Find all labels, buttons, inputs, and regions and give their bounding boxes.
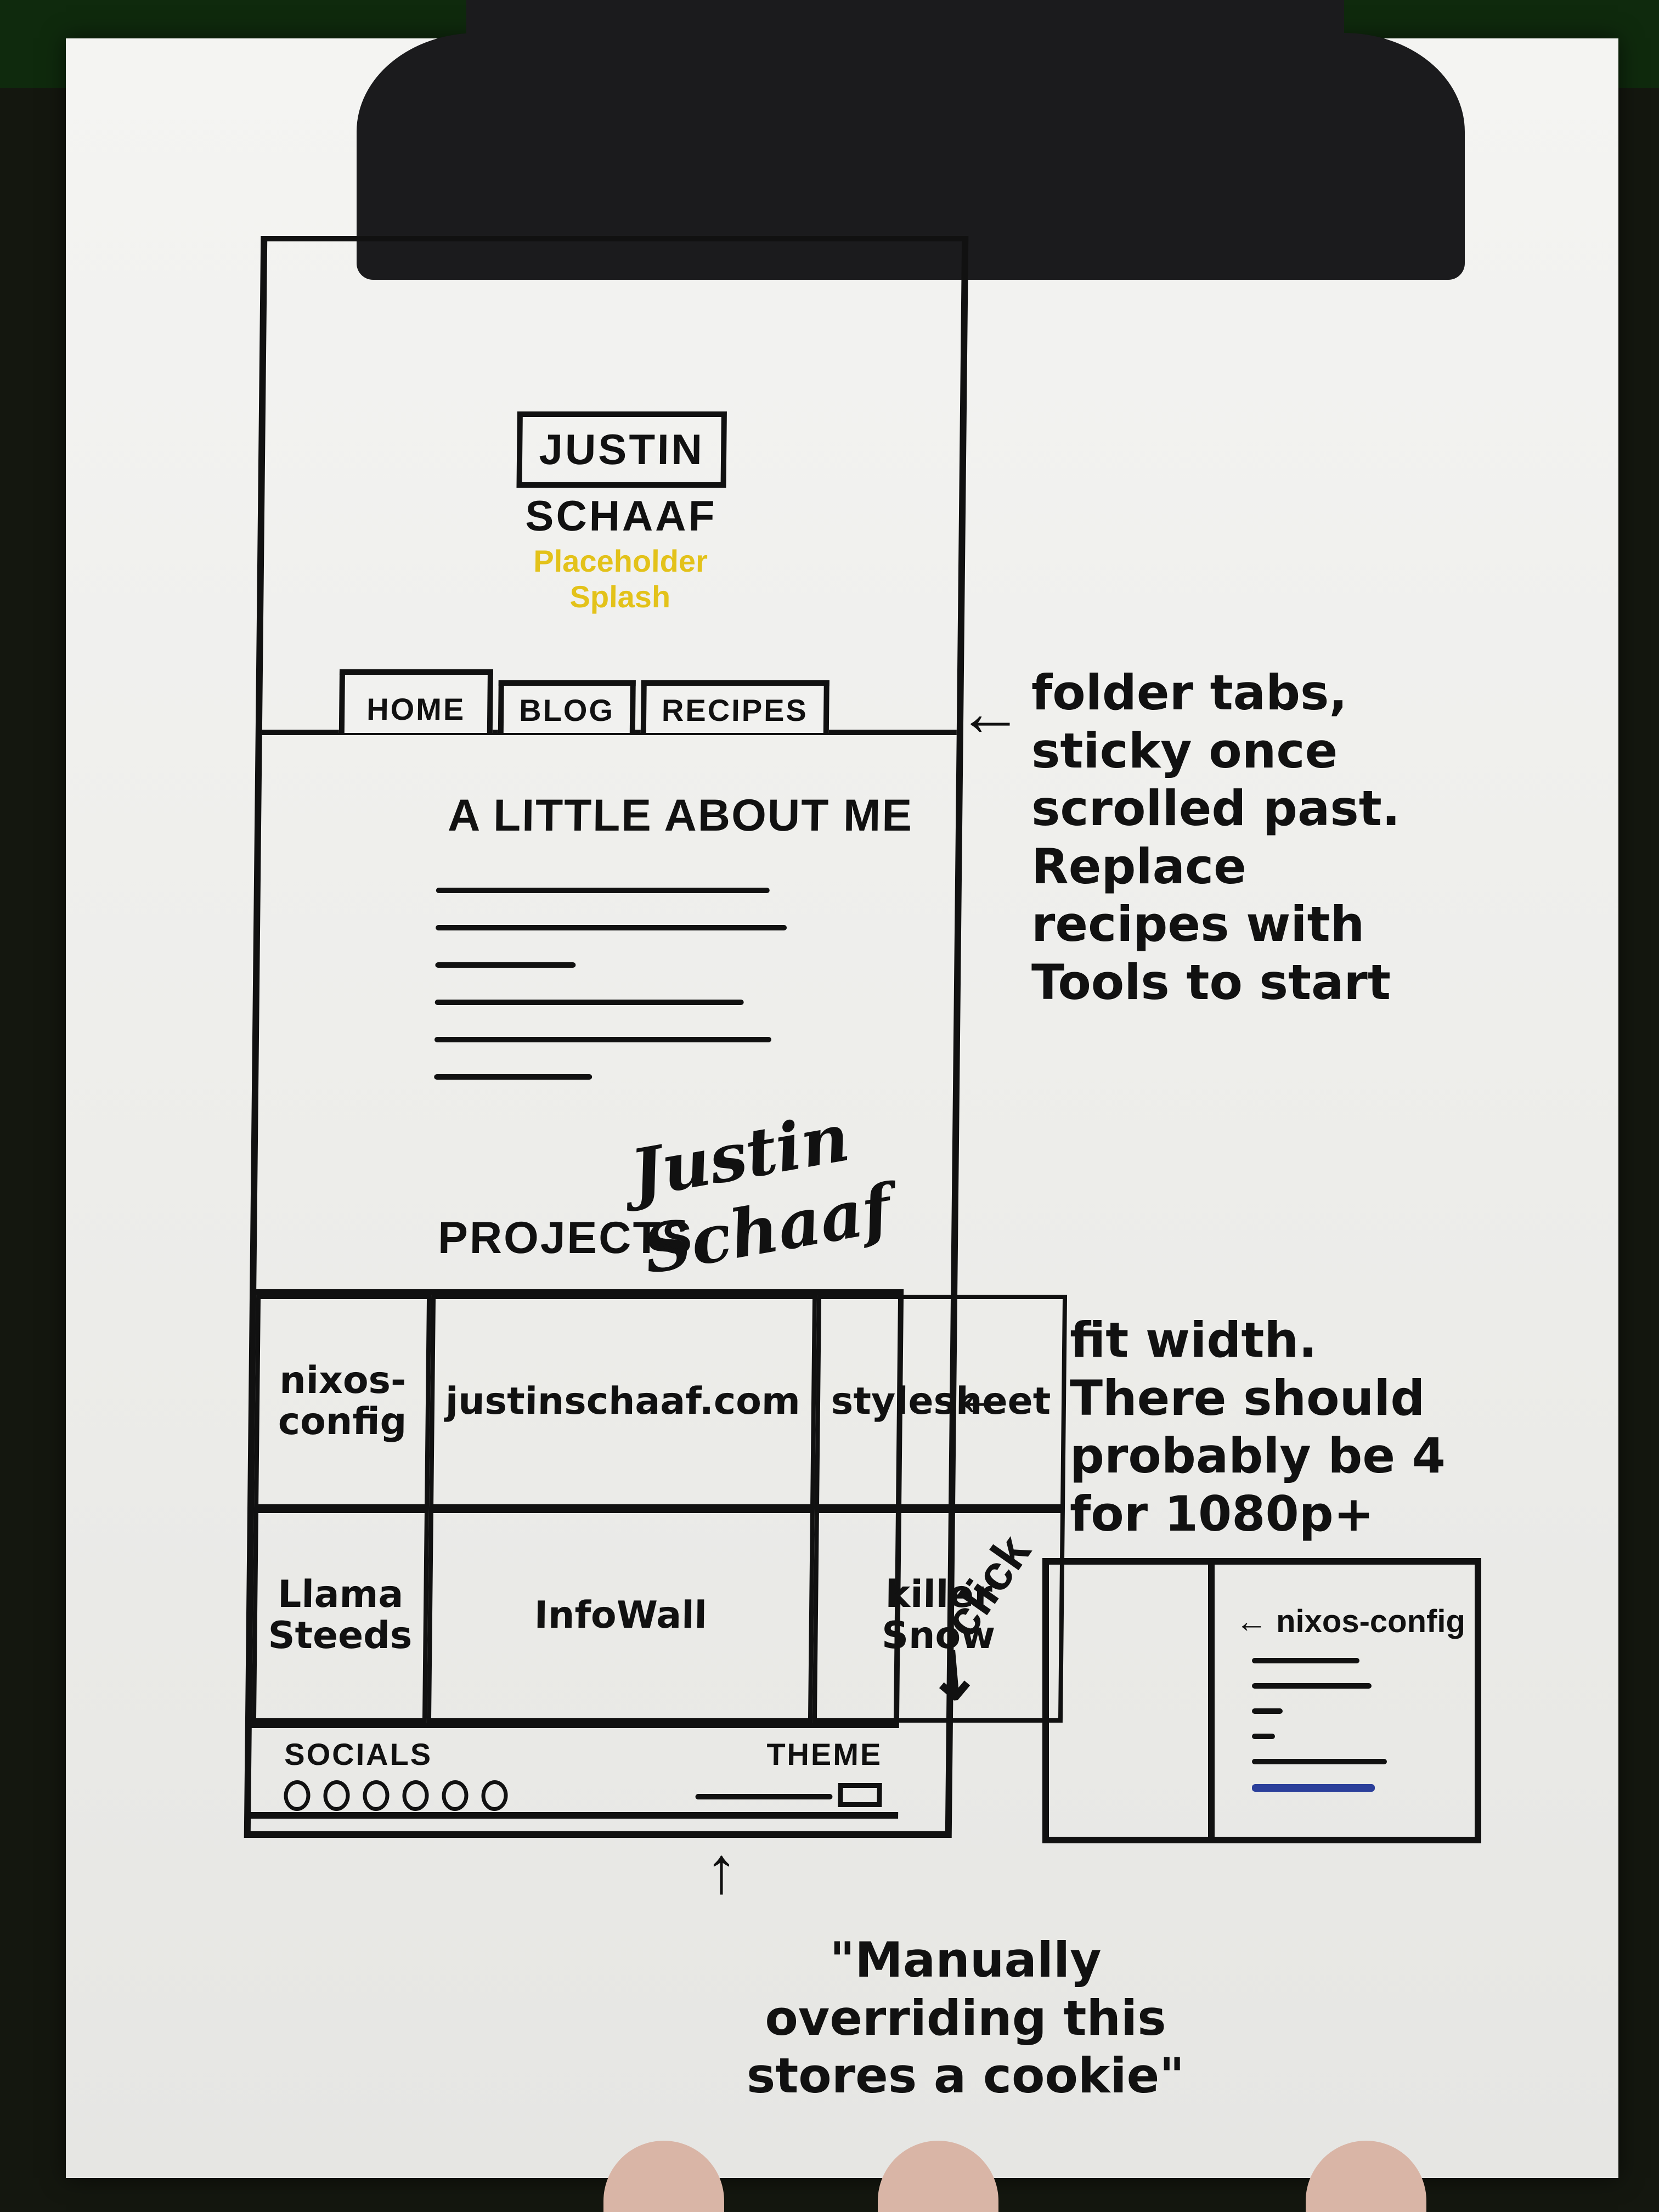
- website-wireframe: JUSTIN SCHAAF Placeholder Splash HOME BL…: [244, 236, 1068, 1838]
- finger: [878, 2141, 998, 2212]
- placeholder-line: [1252, 1708, 1283, 1714]
- paper-sheet: [66, 38, 1618, 2178]
- about-title: A LITTLE ABOUT ME: [447, 791, 913, 840]
- grid-annotation: fit width. There should probably be 4 fo…: [1070, 1312, 1446, 1542]
- arrow-left-icon: ←: [957, 676, 1023, 749]
- theme-placeholder-line: [695, 1794, 833, 1799]
- fingers: [592, 2140, 1470, 2212]
- project-card[interactable]: stylesheet: [814, 1295, 1068, 1509]
- placeholder-line: [1252, 1658, 1359, 1663]
- detail-placeholder-text: [1252, 1658, 1406, 1812]
- about-placeholder-text: [434, 856, 788, 1111]
- placeholder-line: [1252, 1734, 1275, 1739]
- projects-grid: nixos-config justinschaaf.com stylesheet…: [246, 1289, 1068, 1728]
- project-card[interactable]: Llama Steeds: [251, 1509, 429, 1723]
- project-card[interactable]: nixos-config: [253, 1295, 431, 1509]
- folder-tabs: HOME BLOG RECIPES: [338, 669, 835, 733]
- finger: [603, 2141, 724, 2212]
- site-footer: SOCIALS THEME: [245, 1731, 899, 1819]
- clipboard-clip: [357, 33, 1465, 280]
- project-card[interactable]: justinschaaf.com: [428, 1295, 817, 1509]
- placeholder-line: [436, 888, 770, 893]
- detail-link-underline: [1252, 1784, 1375, 1792]
- placeholder-line: [434, 1074, 592, 1080]
- social-icons: [284, 1780, 521, 1811]
- arrow-up-icon: ↑: [705, 1833, 738, 1907]
- placeholder-line: [1252, 1683, 1372, 1689]
- social-link-icon[interactable]: [481, 1780, 508, 1811]
- brand-last-name: SCHAAF: [524, 492, 717, 540]
- detail-divider: [1208, 1565, 1215, 1837]
- social-link-icon[interactable]: [284, 1780, 311, 1811]
- splash-text: Placeholder Splash: [533, 544, 708, 614]
- projects-title: PROJECTS: [437, 1213, 694, 1263]
- placeholder-line: [1252, 1759, 1387, 1764]
- theme-annotation: "Manually overriding this stores a cooki…: [746, 1932, 1185, 2104]
- placeholder-line: [435, 1000, 744, 1005]
- tabs-annotation: folder tabs, sticky once scrolled past. …: [1031, 664, 1401, 1011]
- placeholder-line: [435, 962, 576, 968]
- tab-blog[interactable]: BLOG: [498, 680, 636, 733]
- project-detail-sketch: ← nixos-config: [1042, 1558, 1481, 1843]
- tab-home[interactable]: HOME: [338, 669, 494, 733]
- arrow-left-icon: ←: [949, 1356, 1015, 1430]
- socials-label: SOCIALS: [284, 1737, 433, 1771]
- finger: [1306, 2141, 1426, 2212]
- social-link-icon[interactable]: [323, 1780, 350, 1811]
- social-link-icon[interactable]: [363, 1780, 390, 1811]
- site-brand: JUSTIN SCHAAF Placeholder Splash: [505, 411, 737, 614]
- tab-recipes[interactable]: RECIPES: [640, 680, 830, 733]
- theme-label: THEME: [766, 1737, 883, 1771]
- detail-back-link[interactable]: ← nixos-config: [1235, 1604, 1465, 1639]
- project-card[interactable]: InfoWall: [426, 1509, 815, 1723]
- social-link-icon[interactable]: [402, 1780, 429, 1811]
- placeholder-line: [434, 1037, 772, 1042]
- placeholder-line: [436, 925, 787, 930]
- brand-first-name[interactable]: JUSTIN: [516, 411, 727, 488]
- social-link-icon[interactable]: [442, 1780, 469, 1811]
- theme-toggle[interactable]: [838, 1783, 882, 1807]
